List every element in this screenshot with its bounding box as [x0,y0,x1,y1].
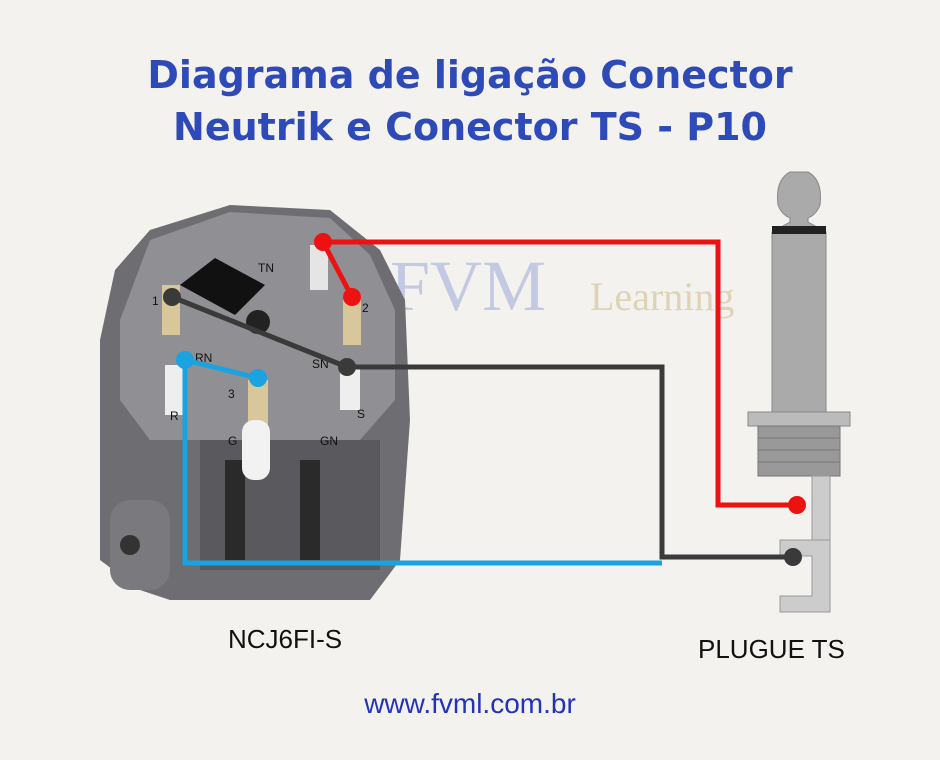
pin-label: GN [320,434,338,448]
diagram-title-line2: Neutrik e Conector TS - P10 [173,105,767,149]
red-wire-tip [323,239,797,508]
pin-label: R [170,409,179,423]
watermark-brand: FVM [390,246,546,326]
solder-point [788,496,806,514]
watermark-sub: Learning [590,274,734,319]
pin-label: S [357,407,365,421]
pin-label: G [228,434,237,448]
red-wire-jumper [320,240,355,299]
diagram-title-line1: Diagrama de ligação Conector [147,53,793,97]
blue-wire-jumper [184,357,259,381]
pin-label: 1 [152,294,159,308]
footer-url[interactable]: www.fvml.com.br [364,688,576,719]
solder-point [343,288,361,306]
blue-wire-ground [182,360,662,566]
solder-point [314,233,332,251]
solder-point [249,369,267,387]
pin-label: TN [258,261,274,275]
solder-point [338,358,356,376]
pin-label: 2 [362,301,369,315]
solder-point [176,351,194,369]
plug-label: PLUGUE TS [698,634,845,664]
solder-point [784,548,802,566]
neutrik-connector: TN 1 2 RN 3 SN R S G GN [100,205,410,600]
ts-plug [747,171,851,613]
gray-wire-jumper [171,294,348,370]
gray-wire-sleeve [347,364,793,560]
connector-label: NCJ6FI-S [228,624,343,654]
pin-label: 3 [228,387,235,401]
solder-point [163,288,181,306]
